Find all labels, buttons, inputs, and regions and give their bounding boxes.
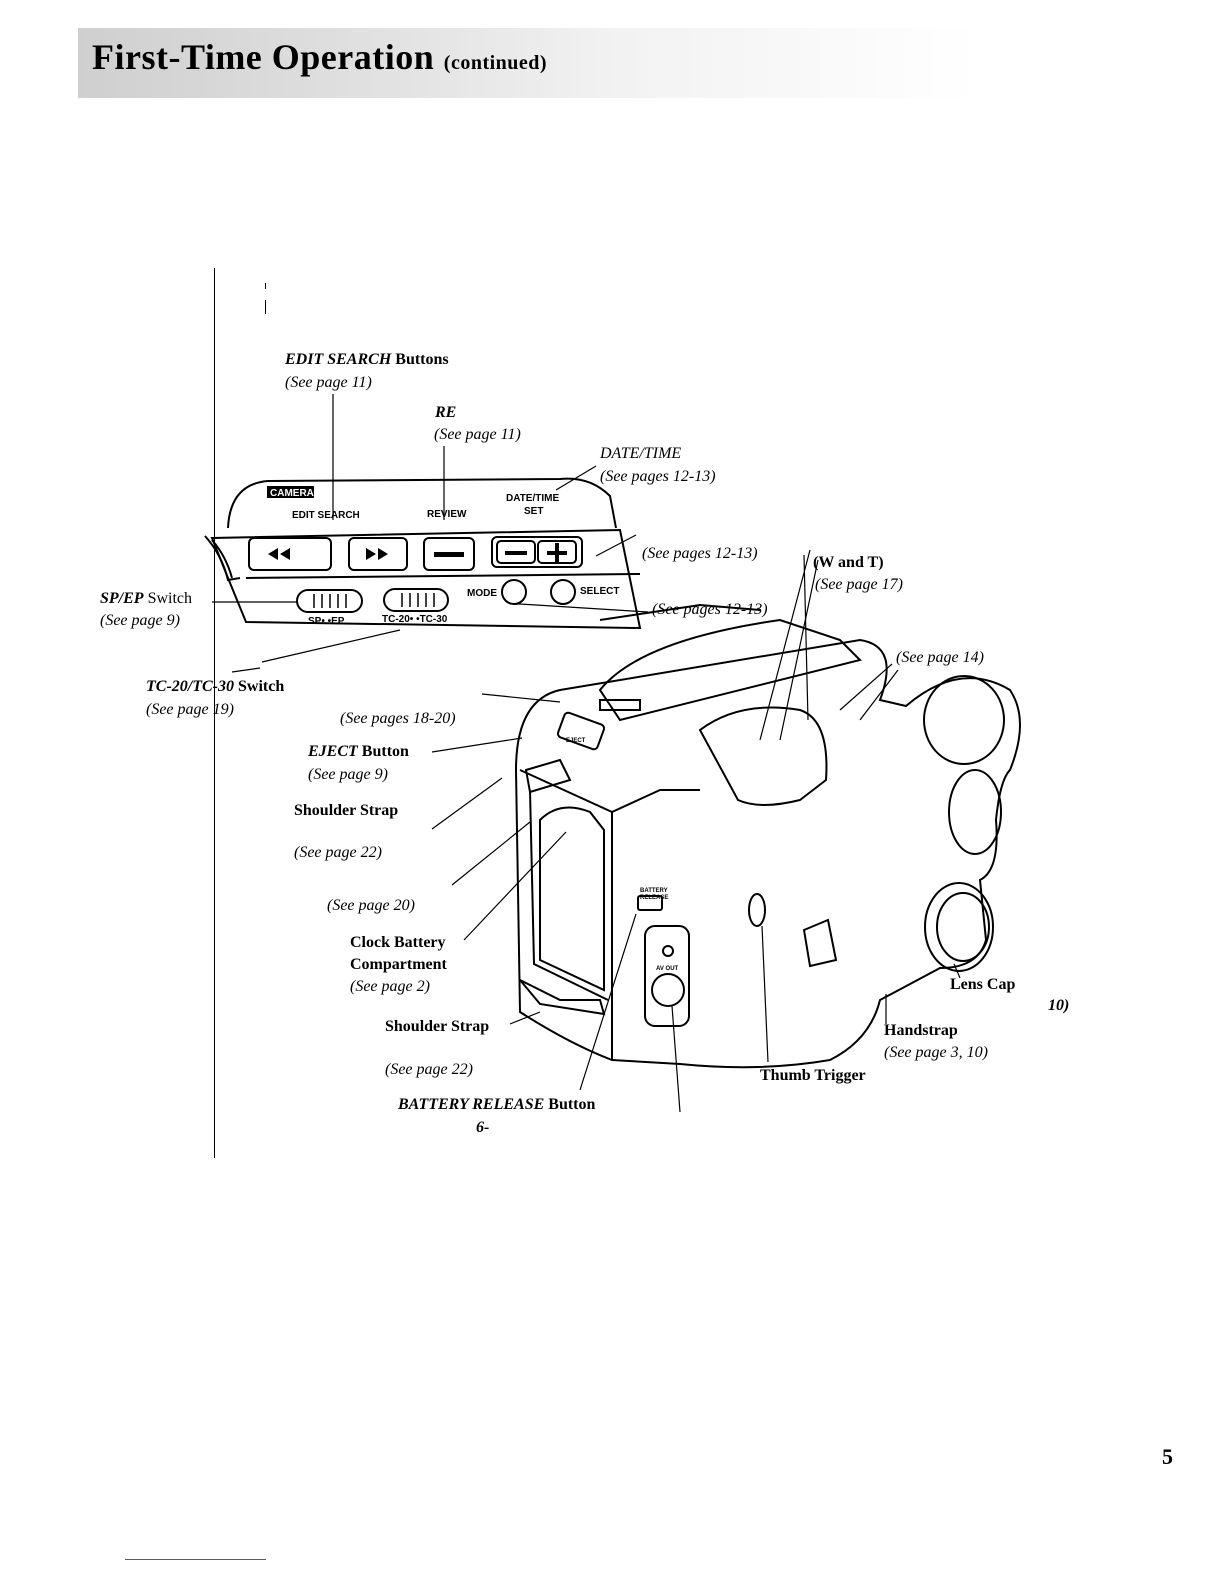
panel-select-text: SELECT — [580, 586, 619, 597]
margin-rule — [214, 268, 215, 1158]
mode-ref: (See pages 12-13) — [652, 601, 768, 618]
clock-battery-label-2: Compartment — [350, 956, 447, 973]
battery-release-ref: 6- — [476, 1119, 490, 1136]
panel-set-text: SET — [524, 506, 543, 517]
header-band — [78, 28, 978, 98]
panel-datetime-text: DATE/TIME — [506, 493, 559, 504]
edit-search-label: EDIT SEARCH Buttons — [285, 351, 449, 368]
eject-ref: (See page 9) — [308, 766, 388, 783]
control-panel-top — [227, 477, 617, 529]
shoulder-strap-label-2: Shoulder Strap — [385, 1018, 490, 1035]
handstrap-ref: (See page 3, 10) — [884, 1044, 988, 1061]
tc-ref: (See page 19) — [146, 701, 234, 718]
datetime-ref: (See pages 12-13) — [600, 468, 716, 485]
lens-barrel — [948, 769, 1002, 855]
shoulder-strap-label-1: Shoulder Strap — [294, 802, 399, 819]
zoom-ref: (See page 17) — [815, 576, 903, 593]
viewfinder-eyecup — [923, 675, 1005, 765]
lens-cap — [924, 882, 994, 972]
lens-cap-ref: 10) — [1048, 997, 1070, 1014]
panel-review-text: REVIEW — [427, 509, 467, 520]
spep-switch — [296, 589, 363, 613]
eject-label: EJECT Button — [308, 743, 409, 760]
clock-battery-ref: (See page 2) — [350, 978, 430, 995]
page18-20-ref: (See pages 18-20) — [340, 710, 456, 727]
tc-switch — [383, 588, 449, 612]
shoulder-strap-ref-2: (See page 22) — [385, 1061, 473, 1078]
tc-label: TC-20/TC-30 Switch — [146, 678, 285, 695]
mode-button — [501, 579, 527, 605]
re-label: RE — [435, 404, 457, 421]
tick-mark — [265, 283, 266, 289]
lens-cap-label: Lens Cap — [950, 976, 1016, 993]
camera-badge-text: CAMERA — [270, 488, 314, 499]
clock-battery-label: Clock Battery — [350, 934, 446, 951]
eject-button — [556, 711, 606, 751]
handstrap-label: Handstrap — [884, 1022, 958, 1039]
camcorder-body — [514, 638, 1021, 1069]
set-button-group — [491, 536, 583, 568]
zoom-label: (W and T) — [813, 554, 884, 571]
eject-small: EJECT — [566, 738, 586, 744]
review-button — [423, 537, 475, 571]
tick-mark — [265, 300, 266, 314]
ff-button — [348, 537, 408, 571]
page-number: 5 — [1162, 1444, 1173, 1469]
edit-search-ref: (See page 11) — [285, 374, 372, 391]
re-ref: (See page 11) — [434, 426, 521, 443]
spep-label: SP/EP Switch — [100, 590, 193, 607]
panel-edit-search-text: EDIT SEARCH — [292, 510, 360, 521]
set-ref: (See pages 12-13) — [642, 545, 758, 562]
title-continued: (continued) — [443, 52, 548, 74]
panel-spep-text: SP• •EP — [308, 616, 345, 627]
battery-release-small-2: RELEASE — [640, 895, 668, 901]
shoulder-strap-ref-1: (See page 22) — [294, 844, 382, 861]
rewind-button — [248, 537, 332, 571]
page20-ref: (See page 20) — [327, 897, 415, 914]
page14-ref: (See page 14) — [896, 649, 984, 666]
datetime-label: DATE/TIME — [600, 445, 682, 462]
av-out-jack — [651, 973, 685, 1007]
thumb-trigger — [748, 893, 766, 927]
select-button — [550, 579, 576, 605]
panel-mode-text: MODE — [467, 588, 497, 599]
battery-release-small: BATTERY — [640, 888, 668, 894]
battery-release-button — [637, 895, 663, 911]
av-out-small: AV OUT — [656, 966, 679, 972]
page-title: First-Time Operation (continued) — [92, 36, 547, 78]
camera-badge — [267, 486, 314, 498]
title-text: First-Time Operation — [92, 37, 435, 77]
thumb-trigger-label: Thumb Trigger — [760, 1067, 866, 1084]
footer-rule — [125, 1559, 266, 1560]
spep-ref: (See page 9) — [100, 612, 180, 629]
panel-tc-text: TC-20• •TC-30 — [382, 614, 448, 625]
battery-release-label: BATTERY RELEASE Button — [398, 1096, 596, 1113]
